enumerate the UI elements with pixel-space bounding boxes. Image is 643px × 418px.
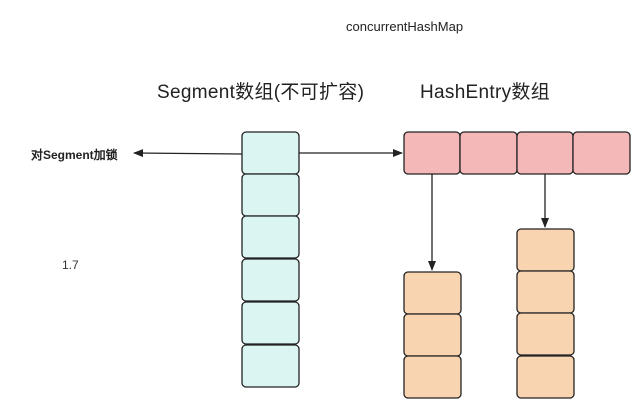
segment-array — [241, 131, 300, 388]
segment-cell — [241, 215, 300, 259]
list-node — [516, 270, 575, 314]
list-node — [403, 313, 462, 357]
segment-cell — [241, 131, 300, 175]
list-node — [516, 312, 575, 356]
hashentry-array-label: HashEntry数组 — [420, 82, 551, 103]
list-node — [516, 355, 575, 399]
hashentry-cell — [572, 131, 631, 175]
hashentry-array — [403, 131, 631, 175]
lock-label: 对Segment加锁 — [31, 148, 118, 162]
linked-list-a — [403, 271, 462, 399]
segment-array-label: Segment数组(不可扩容) — [157, 82, 365, 103]
lock-arrow — [133, 149, 243, 158]
hashentry-cell — [516, 131, 574, 175]
list-node — [403, 355, 462, 399]
segment-cell — [241, 301, 300, 345]
segment-cell — [241, 344, 300, 388]
hashentry-cell — [459, 131, 518, 175]
segment-cell — [241, 173, 300, 217]
version-label: 1.7 — [62, 258, 79, 272]
segment-cell — [241, 258, 300, 302]
hashentry-cell — [403, 131, 461, 175]
linked-list-b — [516, 228, 575, 399]
list-node — [516, 228, 575, 272]
diagram-title: concurrentHashMap — [346, 19, 464, 34]
list-node — [403, 271, 462, 315]
